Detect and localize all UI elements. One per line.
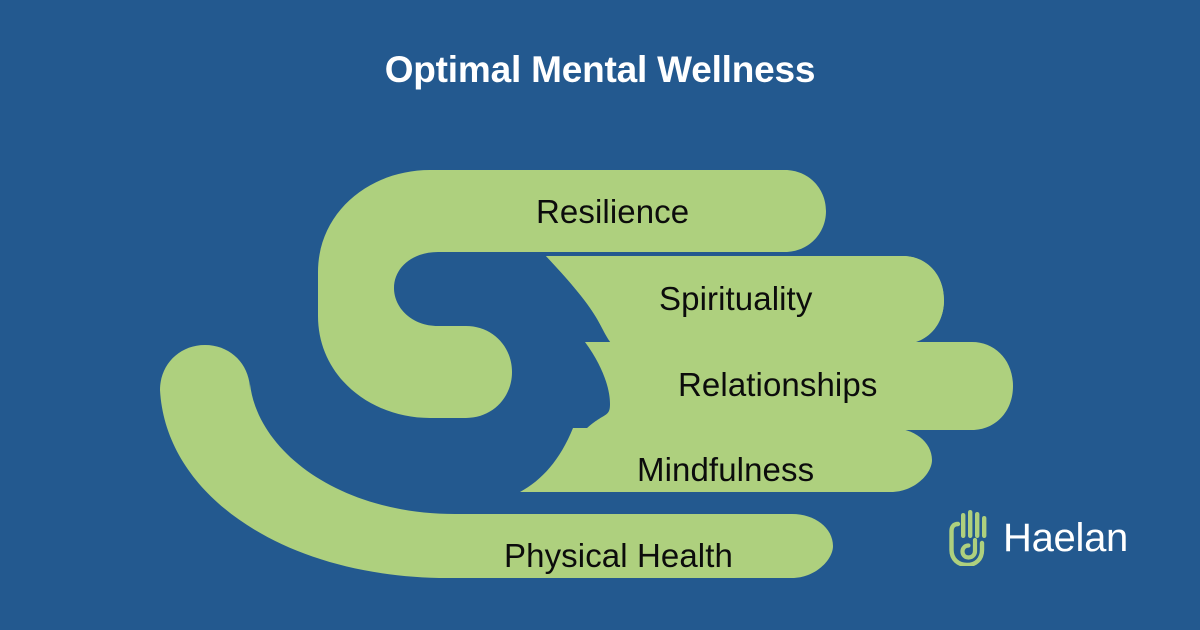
bar-shape-spirituality-tail [546,256,944,344]
bar-shape-mindfulness [520,428,932,492]
hand-icon [949,510,987,566]
bar-label-physical-health: Physical Health [504,537,733,574]
bar-label-resilience: Resilience [536,193,690,230]
brand-lockup: Haelan [948,505,1128,571]
bar-label-mindfulness: Mindfulness [637,451,815,488]
bar-shape-relationships [585,342,1013,430]
page-title: Optimal Mental Wellness [384,49,816,90]
bar-label-relationships: Relationships [678,366,878,403]
bar-shape-physical-health [160,345,833,578]
brand-name: Haelan [1003,516,1128,560]
bar-shape-resilience [318,170,826,418]
bar-label-spirituality: Spirituality [659,280,813,317]
